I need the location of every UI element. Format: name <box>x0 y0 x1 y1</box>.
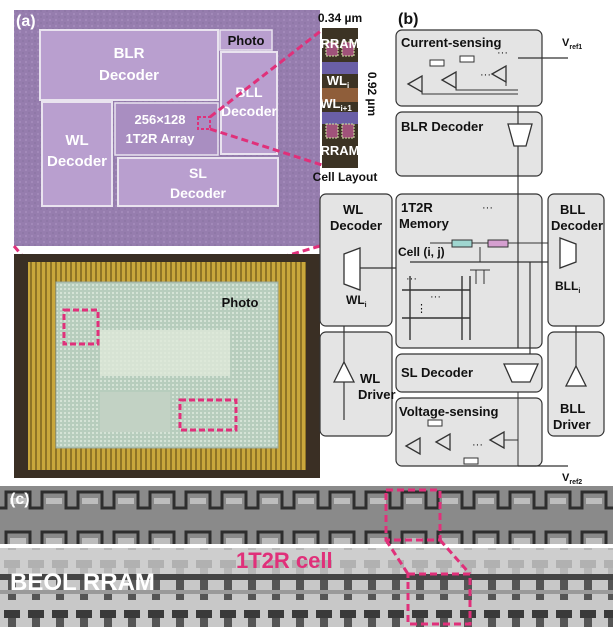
cell-layout-width: 0.34 µm <box>318 11 362 25</box>
bll-mux-icon <box>560 238 576 268</box>
current-sensing-dots-2: ··· <box>497 47 508 59</box>
panel-c: (c) BEOL RRAM 1T2R cell <box>0 486 613 627</box>
rram-resistor-1 <box>452 240 472 247</box>
cell-layout-wl-i: WLi <box>327 73 349 90</box>
panel-b: (b) Current-sensing ··· ··· Vref1 BLR De… <box>320 11 604 486</box>
package-photo-label: Photo <box>222 295 259 310</box>
blr-decoder-label: BLR Decoder <box>401 119 483 134</box>
die-block-wl-label-2: Decoder <box>47 153 107 170</box>
memory-dots-vertical: ⋮ <box>416 303 427 315</box>
sl-decoder-label: SL Decoder <box>401 365 473 380</box>
wl-decoder-label-2: Decoder <box>330 218 382 233</box>
die-block-array-label: 256×128 <box>135 112 186 127</box>
memory-label: 1T2R <box>401 200 433 215</box>
wl-driver-label: WL <box>360 371 380 386</box>
bll-i-label: BLLi <box>555 279 580 295</box>
vref2-label: Vref2 <box>562 472 582 486</box>
wl-decoder-label: WL <box>343 202 363 217</box>
die-block-wl-label: WL <box>65 132 88 149</box>
bll-decoder-label-2: Decoder <box>551 218 603 233</box>
bll-decoder-label: BLL <box>560 202 585 217</box>
cell-layout-height: 0.92 µm <box>365 72 379 116</box>
voltage-sensing-dots: ··· <box>472 439 483 451</box>
memory-dots: ··· <box>482 202 493 214</box>
die-block-sl-label: SL <box>189 165 207 181</box>
cell-label: Cell (i, j) <box>398 245 445 259</box>
memory-label-2: Memory <box>399 216 450 231</box>
panel-c-label: (c) <box>10 491 30 508</box>
cell-layout-caption: Cell Layout <box>313 170 378 184</box>
die-block-bll-label-2: Decoder <box>221 103 278 119</box>
die-block-blr-label: BLR <box>114 45 145 62</box>
die-block-array-label-2: 1T2R Array <box>126 131 196 146</box>
wl-i-label: WLi <box>346 293 367 309</box>
current-sensing-label: Current-sensing <box>401 35 501 50</box>
sem-top-strip <box>0 486 613 544</box>
bll-driver-label: BLL <box>560 401 585 416</box>
memory-dots-col: ··· <box>406 273 417 285</box>
wl-driver-label-2: Driver <box>358 387 396 402</box>
beol-rram-label: BEOL RRAM <box>10 569 155 596</box>
memory-dots-mid: ··· <box>430 291 441 303</box>
panel-a-label: (a) <box>16 13 36 30</box>
die-block-blr-decoder <box>40 30 218 100</box>
die-block-sl-label-2: Decoder <box>170 185 227 201</box>
1t2r-cell-label: 1T2R cell <box>236 548 333 573</box>
die-block-blr-label-2: Decoder <box>99 67 159 84</box>
wl-driver-block <box>320 332 392 436</box>
current-sensing-dots: ··· <box>480 69 491 81</box>
vref1-label: Vref1 <box>562 37 582 51</box>
wl-mux-icon <box>344 248 360 290</box>
bll-driver-label-2: Driver <box>553 417 591 432</box>
panel-b-label: (b) <box>398 11 418 28</box>
cell-layout-rram-bottom: RRAM <box>321 143 360 158</box>
die-block-photo-label: Photo <box>228 33 265 48</box>
rram-resistor-2 <box>488 240 508 247</box>
voltage-sensing-label: Voltage-sensing <box>399 404 499 419</box>
cell-layout-rram-top: RRAM <box>321 36 360 51</box>
